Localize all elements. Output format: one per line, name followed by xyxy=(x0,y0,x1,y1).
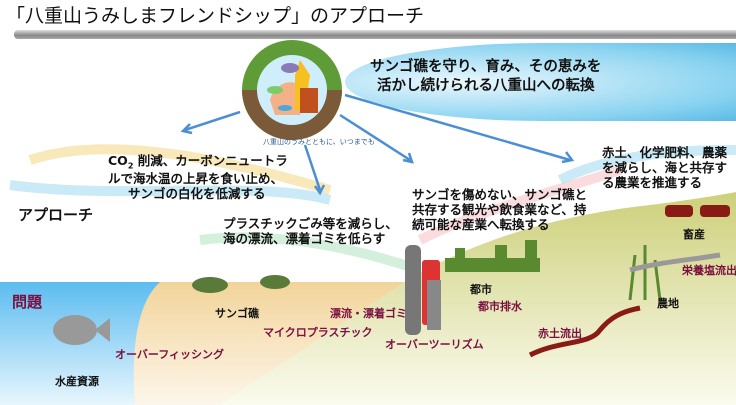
approach-co2: CO2 削減、カーボンニュートラ ルで海水温の上昇を食い止め、サンゴの白化を低減… xyxy=(108,153,288,202)
city-skyline-icon xyxy=(445,240,540,272)
cattle-icon xyxy=(665,205,730,217)
problem-overtourism: オーバーツーリズム xyxy=(385,338,484,351)
problem-sewage: 都市排水 xyxy=(478,300,522,313)
logo-tagline: 八重山のうみとともに、いつまでも xyxy=(263,138,375,146)
red-soil-runoff xyxy=(528,305,641,358)
vision-line: サンゴ礁を守り、育み、その恵みを xyxy=(370,59,602,75)
approach-label: アプローチ xyxy=(18,206,94,224)
label-drift: 漂流・漂着ゴミ xyxy=(330,307,407,320)
label-coral: サンゴ礁 xyxy=(215,307,259,320)
label-farm: 農地 xyxy=(657,297,679,310)
page-title: 「八重山うみしまフレンドシップ」のアプローチ xyxy=(6,5,425,27)
swoosh xyxy=(28,144,332,195)
land-hill xyxy=(220,192,736,405)
problem-nutrient: 栄養塩流出 xyxy=(682,264,736,277)
label-fishery: 水産資源 xyxy=(55,375,99,388)
nutrient-runoff xyxy=(629,252,721,273)
problem-redsoil: 赤土流出 xyxy=(538,327,582,340)
arrows xyxy=(180,93,575,196)
approach-agriculture: 赤土、化学肥料、農薬を減らし、海と共存する農業を推進する xyxy=(602,145,728,190)
approach-plastic: プラスチックごみ等を減らし、海の漂流、漂着ゴミを低らす xyxy=(223,216,398,246)
coral-reef-icons xyxy=(192,275,290,293)
tourists-icon xyxy=(405,245,441,335)
problem-microplastic: マイクロプラスチック xyxy=(263,326,373,339)
vision-bubble xyxy=(345,43,736,121)
title-underline xyxy=(14,30,736,39)
vision-text: サンゴ礁を守り、育み、その恵みを活かし続けられる八重山への転換 xyxy=(370,58,601,96)
fish-icon xyxy=(53,315,110,345)
problem-overfishing: オーバーフィッシング xyxy=(115,348,225,361)
label-livestock: 畜産 xyxy=(683,228,705,241)
logo xyxy=(242,40,342,140)
vision-line: 活かし続けられる八重山への転換 xyxy=(376,77,595,94)
beach xyxy=(133,282,420,405)
problem-label: 問題 xyxy=(12,293,43,311)
label-city: 都市 xyxy=(470,283,492,296)
approach-tourism: サンゴを傷めない、サンゴ礁と共存する観光や飲食業など、持続可能な産業へ転換する xyxy=(412,187,588,232)
